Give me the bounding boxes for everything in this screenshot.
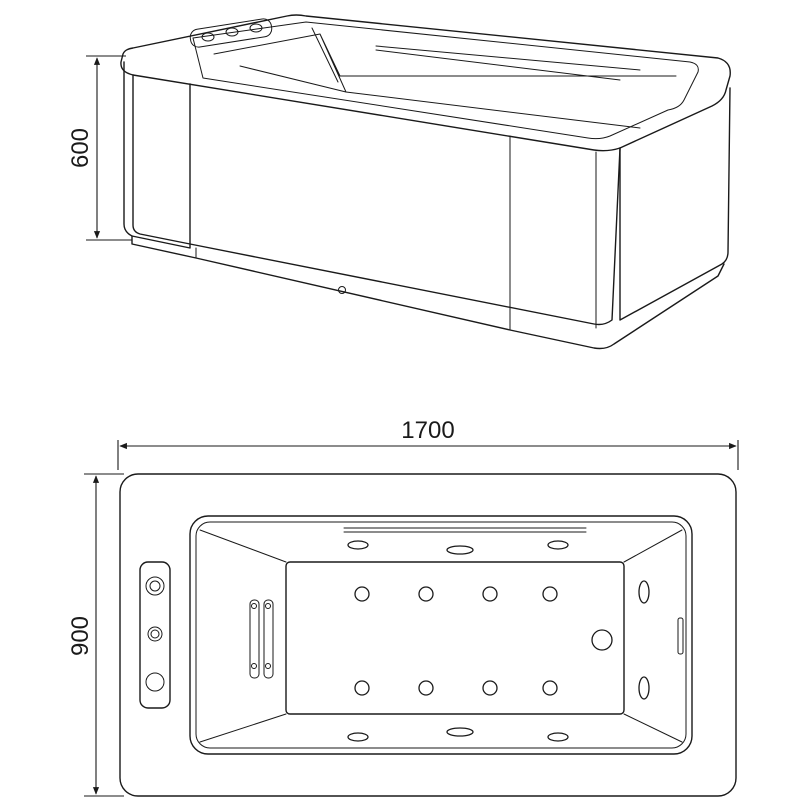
front-panel bbox=[132, 74, 621, 326]
front-left-post bbox=[123, 61, 191, 249]
side-jet-icon bbox=[347, 540, 369, 550]
drain-icon bbox=[591, 629, 613, 651]
width-label: 900 bbox=[67, 616, 94, 656]
height-label: 600 bbox=[67, 128, 94, 168]
basin-floor bbox=[285, 561, 625, 715]
side-jet-icon bbox=[547, 540, 569, 550]
side-jet-icon bbox=[347, 732, 369, 742]
basin-slope bbox=[311, 27, 641, 83]
top-view: 1700 900 bbox=[67, 417, 739, 797]
control-knob-icon bbox=[201, 32, 215, 42]
length-dimension: 1700 bbox=[117, 417, 739, 470]
end-jet-icon bbox=[638, 580, 650, 604]
basin-inner-lip bbox=[195, 521, 687, 749]
rim-outer bbox=[120, 14, 731, 152]
floor-jet-icon bbox=[542, 586, 558, 602]
control-panel bbox=[189, 18, 273, 48]
length-label: 1700 bbox=[401, 417, 454, 444]
side-jet-icon bbox=[446, 545, 474, 555]
floor-jet-icon bbox=[482, 586, 498, 602]
control-knob-icon bbox=[145, 672, 165, 692]
grab-handles bbox=[249, 599, 274, 679]
floor-jet-icon bbox=[418, 586, 434, 602]
side-jet-icon bbox=[547, 732, 569, 742]
floor-jet-icon bbox=[542, 680, 558, 696]
rim-inner bbox=[192, 21, 699, 140]
overflow-slot-icon bbox=[677, 617, 684, 655]
slope-lines bbox=[199, 529, 683, 743]
side-jet-icon bbox=[446, 727, 474, 737]
drain-icon bbox=[338, 286, 346, 294]
end-panel bbox=[619, 87, 731, 321]
control-knob-icon bbox=[249, 23, 263, 33]
floor-jet-icon bbox=[418, 680, 434, 696]
perspective-view: 600 bbox=[67, 14, 731, 350]
control-panel-top bbox=[139, 561, 171, 709]
plinth-top bbox=[195, 247, 511, 331]
height-dimension: 600 bbox=[67, 55, 132, 241]
control-knob-icon bbox=[147, 626, 163, 642]
basin-outline bbox=[189, 515, 693, 755]
floor-jets bbox=[354, 586, 613, 696]
floor-jet-icon bbox=[354, 586, 370, 602]
end-jet-icon bbox=[638, 676, 650, 700]
floor-jet-icon bbox=[482, 680, 498, 696]
basin-inner-wall bbox=[213, 33, 677, 129]
width-dimension: 900 bbox=[67, 473, 124, 797]
rim-outline bbox=[119, 473, 737, 797]
control-knob-icon bbox=[145, 576, 165, 596]
control-knob-icon bbox=[225, 27, 239, 37]
plinth bbox=[131, 235, 725, 350]
floor-jet-icon bbox=[354, 680, 370, 696]
